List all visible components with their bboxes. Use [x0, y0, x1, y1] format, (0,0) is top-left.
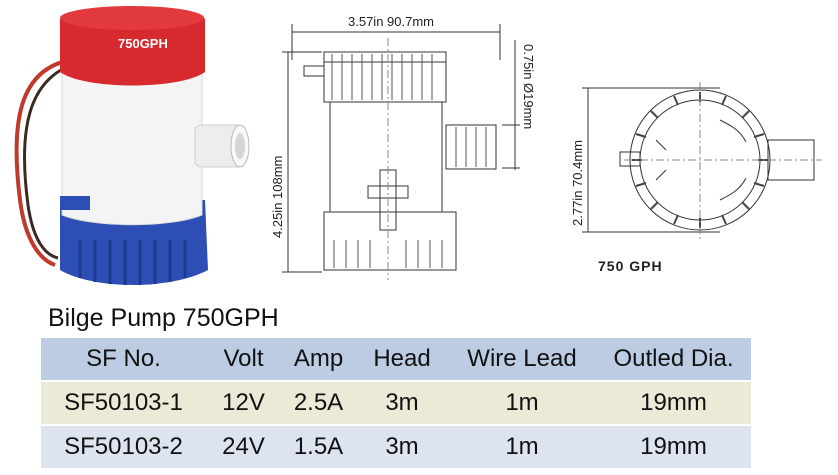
cell-volt: 12V	[206, 381, 281, 426]
table-row: SF50103-1 12V 2.5A 3m 1m 19mm	[41, 381, 751, 426]
cell-outlet-dia: 19mm	[596, 381, 751, 426]
cell-amp: 2.5A	[281, 381, 356, 426]
col-volt: Volt	[206, 338, 281, 382]
top-view-caption: 750 GPH	[598, 258, 663, 274]
outlet-dimension: 0.75in Ø19mm	[521, 44, 536, 129]
cell-head: 3m	[356, 381, 448, 426]
table-header-row: SF No. Volt Amp Head Wire Lead Outled Di…	[41, 338, 751, 382]
width-dimension: 3.57in 90.7mm	[348, 14, 434, 29]
cell-head: 3m	[356, 425, 448, 470]
cell-volt: 24V	[206, 425, 281, 470]
pump-photo: 750GPH	[14, 6, 250, 285]
product-title: Bilge Pump 750GPH	[48, 304, 279, 332]
cell-sf-no: SF50103-2	[41, 425, 206, 470]
col-wire-lead: Wire Lead	[448, 338, 596, 382]
cell-amp: 1.5A	[281, 425, 356, 470]
height-dimension: 4.25in 108mm	[270, 156, 285, 238]
col-outlet-dia: Outled Dia.	[596, 338, 751, 382]
side-view-drawing: 3.57in 90.7mm 4.25in 108mm 0.75in Ø19mm	[270, 14, 536, 280]
cell-outlet-dia: 19mm	[596, 425, 751, 470]
spec-table: SF No. Volt Amp Head Wire Lead Outled Di…	[41, 338, 751, 470]
table-row: SF50103-2 24V 1.5A 3m 1m 19mm	[41, 425, 751, 470]
top-view-drawing: 2.77in 70.4mm	[570, 82, 822, 240]
col-head: Head	[356, 338, 448, 382]
cell-wire-lead: 1m	[448, 381, 596, 426]
cell-wire-lead: 1m	[448, 425, 596, 470]
col-amp: Amp	[281, 338, 356, 382]
col-sf-no: SF No.	[41, 338, 206, 382]
photo-label: 750GPH	[118, 36, 168, 51]
diameter-dimension: 2.77in 70.4mm	[570, 140, 585, 226]
cell-sf-no: SF50103-1	[41, 381, 206, 426]
